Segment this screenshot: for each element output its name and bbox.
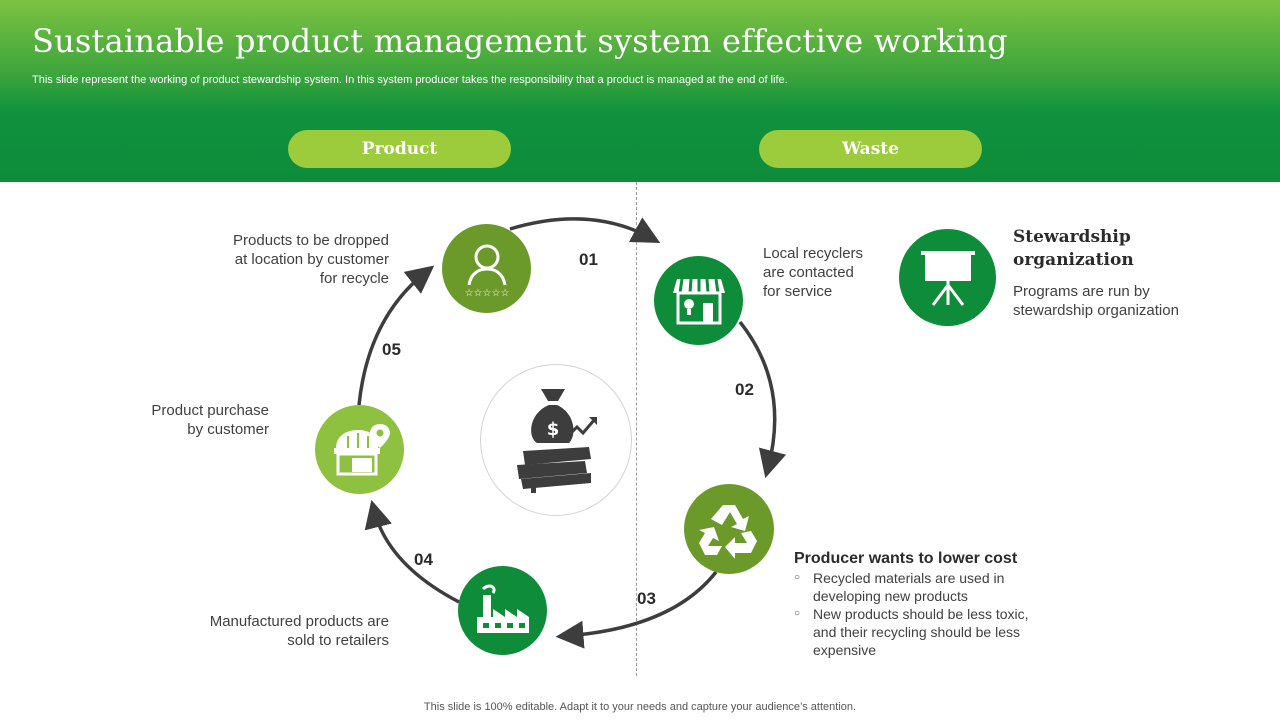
header-banner: Sustainable product management system ef… xyxy=(0,0,1280,182)
center-circle: $ xyxy=(480,364,632,516)
waste-label: Waste xyxy=(759,130,982,168)
step-01-number: 01 xyxy=(579,250,598,269)
step-04-number: 04 xyxy=(414,550,433,569)
arrow-05 xyxy=(357,265,435,406)
svg-text:$: $ xyxy=(547,419,560,440)
step-05-text: Product purchase by customer xyxy=(151,402,269,438)
step-05-circle xyxy=(315,405,404,494)
customer-rating-icon: ☆☆☆☆☆ xyxy=(464,244,509,299)
producer-heading: Producer wants to lower cost xyxy=(794,550,1018,567)
arrow-04 xyxy=(364,499,460,604)
step-02-circle xyxy=(654,256,743,345)
money-bag-books-icon: $ xyxy=(517,389,597,493)
stewardship-title: Stewardship organization xyxy=(1013,227,1134,270)
stewardship-text: Programs are run by stewardship organiza… xyxy=(1013,283,1179,319)
svg-text:☆☆☆☆☆: ☆☆☆☆☆ xyxy=(464,288,509,299)
page-title: Sustainable product management system ef… xyxy=(32,22,1008,60)
stewardship-circle xyxy=(899,229,996,326)
step-04-text: Manufactured products are sold to retail… xyxy=(209,613,389,649)
step-02-number: 02 xyxy=(735,380,754,399)
step-02-text: Local recyclers are contacted for servic… xyxy=(763,245,864,300)
producer-block: Producer wants to lower cost Recycled ma… xyxy=(794,549,1054,659)
step-05-number: 05 xyxy=(382,340,401,359)
recycle-icon xyxy=(699,505,757,559)
factory-icon xyxy=(476,584,529,633)
arrow-02 xyxy=(738,320,787,479)
shop-location-icon xyxy=(333,423,390,475)
section-divider xyxy=(636,182,637,676)
footer-note: This slide is 100% editable. Adapt it to… xyxy=(423,701,857,713)
presentation-board-icon xyxy=(920,250,975,306)
arrow-01 xyxy=(509,217,661,243)
storefront-icon xyxy=(672,278,725,324)
page-subtitle: This slide represent the working of prod… xyxy=(32,74,788,86)
step-04-circle xyxy=(458,566,547,655)
producer-bullet: Recycled materials are used in developin… xyxy=(794,569,1054,605)
step-03-number: 03 xyxy=(637,589,656,608)
arrow-03 xyxy=(555,570,718,649)
product-label: Product xyxy=(288,130,511,168)
producer-bullet: New products should be less toxic, and t… xyxy=(794,605,1054,659)
step-01-circle: ☆☆☆☆☆ xyxy=(442,224,531,313)
step-03-circle xyxy=(684,484,774,574)
step-01-text: Products to be dropped at location by cu… xyxy=(233,232,389,287)
